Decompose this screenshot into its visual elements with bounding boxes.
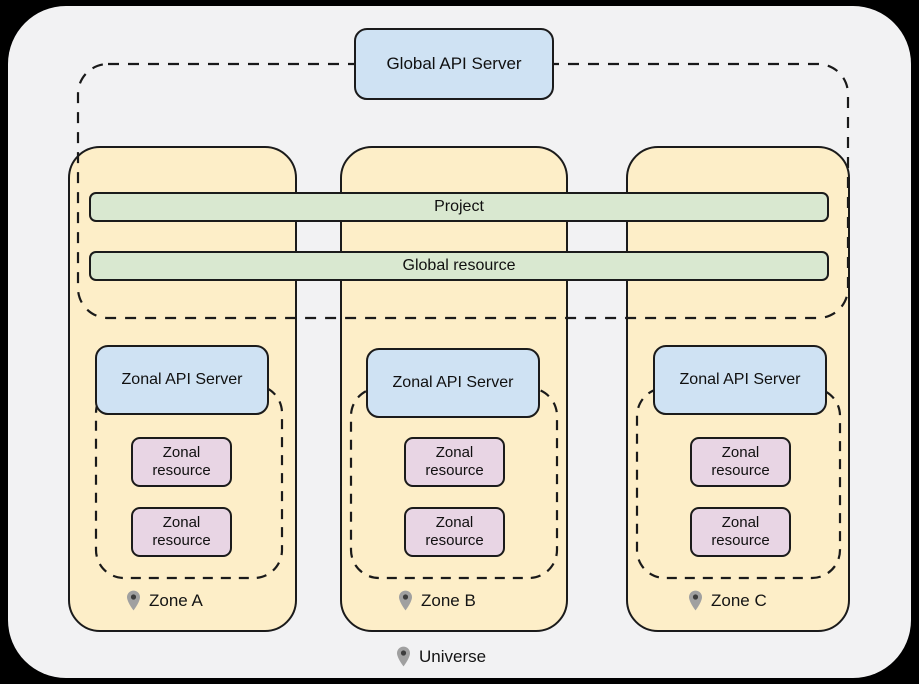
zone-b-zonal-resource-2[interactable]: Zonal resource bbox=[404, 507, 505, 557]
zone-c-label: Zone C bbox=[688, 590, 767, 611]
location-pin-icon bbox=[688, 590, 703, 611]
zone-c-zonal-resource-2-label: Zonal resource bbox=[711, 514, 770, 549]
universe-label: Universe bbox=[396, 646, 486, 667]
zone-b-label: Zone B bbox=[398, 590, 476, 611]
zone-c-name: Zone C bbox=[711, 590, 767, 610]
zone-b-zonal-resource-1[interactable]: Zonal resource bbox=[404, 437, 505, 487]
zone-c-zonal-resource-1[interactable]: Zonal resource bbox=[690, 437, 791, 487]
zone-a-zonal-resource-2[interactable]: Zonal resource bbox=[131, 507, 232, 557]
zone-a-zonal-resource-1[interactable]: Zonal resource bbox=[131, 437, 232, 487]
zone-c-zonal-api-server-label: Zonal API Server bbox=[679, 370, 801, 388]
location-pin-icon bbox=[396, 646, 411, 667]
project-bar-label: Project bbox=[434, 197, 484, 215]
zone-a-zonal-resource-1-label: Zonal resource bbox=[152, 444, 211, 479]
zone-b-zonal-resource-2-label: Zonal resource bbox=[425, 514, 484, 549]
zone-a-zonal-api-server-label: Zonal API Server bbox=[121, 370, 243, 388]
zone-c-zonal-resource-1-label: Zonal resource bbox=[711, 444, 770, 479]
zone-a-label: Zone A bbox=[126, 590, 203, 611]
global-api-server-label: Global API Server bbox=[386, 53, 522, 73]
global-api-server-node[interactable]: Global API Server bbox=[354, 28, 554, 100]
location-pin-icon bbox=[398, 590, 413, 611]
zone-a-zonal-api-server[interactable]: Zonal API Server bbox=[95, 345, 269, 415]
zone-a-name: Zone A bbox=[149, 590, 203, 610]
zone-c-zonal-resource-2[interactable]: Zonal resource bbox=[690, 507, 791, 557]
project-bar[interactable]: Project bbox=[89, 192, 829, 222]
zone-b-zonal-api-server[interactable]: Zonal API Server bbox=[366, 348, 540, 418]
zone-b-name: Zone B bbox=[421, 590, 476, 610]
location-pin-icon bbox=[126, 590, 141, 611]
zone-c-zonal-api-server[interactable]: Zonal API Server bbox=[653, 345, 827, 415]
zone-b-zonal-api-server-label: Zonal API Server bbox=[392, 373, 514, 391]
global-resource-bar[interactable]: Global resource bbox=[89, 251, 829, 281]
universe-name: Universe bbox=[419, 646, 487, 666]
zone-b-zonal-resource-1-label: Zonal resource bbox=[425, 444, 484, 479]
global-resource-bar-label: Global resource bbox=[402, 256, 516, 274]
zone-a-zonal-resource-2-label: Zonal resource bbox=[152, 514, 211, 549]
